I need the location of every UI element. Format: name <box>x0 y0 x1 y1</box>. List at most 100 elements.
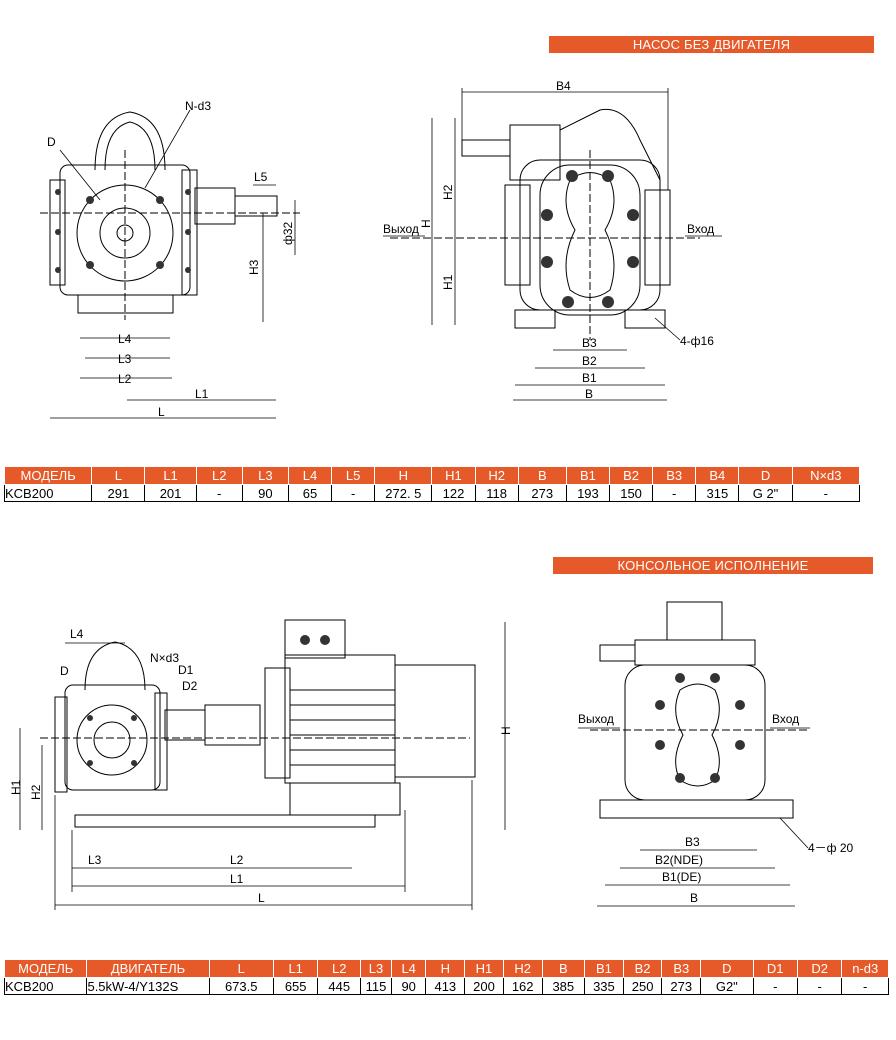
label-b1: B1 <box>582 371 597 385</box>
label-h2: H2 <box>29 784 43 800</box>
table-cell: 655 <box>272 977 319 995</box>
col-header: B4 <box>695 466 740 485</box>
col-header: L4 <box>287 466 333 485</box>
col-header: H <box>425 959 466 978</box>
col-header: B3 <box>661 959 702 978</box>
label-outlet: Выход <box>383 222 419 236</box>
table-cell: 335 <box>584 977 624 995</box>
label-h: H <box>499 726 513 735</box>
col-header: D <box>738 466 793 485</box>
table-cell: 162 <box>502 977 543 995</box>
section-title-console: КОНСОЛЬНОЕ ИСПОЛНЕНИЕ <box>553 557 873 574</box>
label-b2: B2 <box>582 354 597 368</box>
label-b: B <box>585 387 593 401</box>
label-d1: D1 <box>178 663 194 677</box>
table-cell: - <box>331 484 376 502</box>
table-cell: KCB200 <box>3 977 88 995</box>
label-phi32: ф32 <box>281 221 295 245</box>
table-cell: - <box>841 977 889 995</box>
label-d: D <box>60 664 69 678</box>
table-cell: 273 <box>517 484 567 502</box>
col-header: H2 <box>502 959 543 978</box>
table-cell: 200 <box>464 977 504 995</box>
col-header: B <box>541 959 586 978</box>
table-cell: 150 <box>608 484 654 502</box>
col-header: L5 <box>331 466 376 485</box>
label-b1-de: B1(DE) <box>662 870 701 884</box>
label-h3: H3 <box>247 259 261 275</box>
col-header: D <box>700 959 754 978</box>
label-h2: H2 <box>441 184 455 200</box>
col-header: ДВИГАТЕЛЬ <box>86 959 210 978</box>
col-header: L4 <box>390 959 427 978</box>
label-l1: L1 <box>230 872 244 886</box>
label-h: H <box>419 219 433 228</box>
section-title-no-motor: НАСОС БЕЗ ДВИГАТЕЛЯ <box>549 36 874 53</box>
label-b4: B4 <box>556 79 571 93</box>
col-header: L1 <box>272 959 319 978</box>
table-cell: 385 <box>541 977 586 995</box>
table-cell: 445 <box>317 977 362 995</box>
label-outlet: Выход <box>578 712 614 726</box>
col-header: B2 <box>622 959 663 978</box>
col-header: D1 <box>752 959 798 978</box>
label-l2: L2 <box>230 853 244 867</box>
label-inlet: Вход <box>772 712 799 726</box>
table-cell: - <box>752 977 798 995</box>
label-d: D <box>47 135 56 149</box>
table-cell: 115 <box>360 977 392 995</box>
col-header: МОДЕЛЬ <box>3 959 88 978</box>
table-cell: G2" <box>700 977 754 995</box>
table-cell: 201 <box>144 484 197 502</box>
table-cell: 118 <box>474 484 519 502</box>
table-cell: - <box>791 484 861 502</box>
table-row: KCB200 291 201 - 90 65 - 272. 5 122 118 … <box>3 484 861 502</box>
col-header: L2 <box>317 959 362 978</box>
table-cell: 673.5 <box>208 977 274 995</box>
col-header: N×d3 <box>791 466 861 485</box>
label-l: L <box>258 891 265 905</box>
label-l4: L4 <box>70 627 84 641</box>
label-h1: H1 <box>441 274 455 290</box>
col-header: L3 <box>360 959 392 978</box>
table-header-row: МОДЕЛЬ ДВИГАТЕЛЬ L L1 L2 L3 L4 H H1 H2 B… <box>3 959 889 978</box>
table-cell: 273 <box>661 977 702 995</box>
label-h1: H1 <box>9 779 23 795</box>
table-cell: 90 <box>241 484 289 502</box>
label-l2: L2 <box>118 372 132 386</box>
col-header: H2 <box>474 466 519 485</box>
table-cell: 5.5kW-4/Y132S <box>86 977 210 995</box>
label-d2: D2 <box>182 679 198 693</box>
pump-side-drawing: B4 H2 H H1 Выход Вход B3 B2 B1 B 4-ф16 <box>383 79 722 401</box>
label-b3: B3 <box>582 336 597 350</box>
col-header: L2 <box>195 466 243 485</box>
label-b3: B3 <box>685 835 700 849</box>
col-header: B3 <box>652 466 697 485</box>
label-l1: L1 <box>195 387 209 401</box>
col-header: L1 <box>144 466 197 485</box>
col-header: H <box>374 466 433 485</box>
table-row: KCB200 5.5kW-4/Y132S 673.5 655 445 115 9… <box>3 977 889 995</box>
table-cell: 122 <box>431 484 476 502</box>
label-n-d3: N×d3 <box>150 651 179 665</box>
label-l3: L3 <box>88 853 102 867</box>
label-b: B <box>690 891 698 905</box>
label-l: L <box>158 405 165 419</box>
col-header: B1 <box>565 466 611 485</box>
console-assembly-drawing: L4 N×d3 D D1 D2 H1 H2 H L3 L2 L1 L <box>9 619 513 910</box>
col-header: B2 <box>608 466 654 485</box>
col-header: n-d3 <box>841 959 889 978</box>
table-cell: 65 <box>287 484 333 502</box>
table-cell: 291 <box>91 484 146 502</box>
col-header: L3 <box>241 466 289 485</box>
col-header: МОДЕЛЬ <box>3 466 93 485</box>
label-l5: L5 <box>254 170 268 184</box>
label-l4: L4 <box>118 332 132 346</box>
table-cell: - <box>652 484 697 502</box>
table-cell: 315 <box>695 484 740 502</box>
label-holes: 4－ф 20 <box>808 841 854 855</box>
table-cell: - <box>195 484 243 502</box>
table-cell: 90 <box>390 977 427 995</box>
spec-table-no-motor: МОДЕЛЬ L L1 L2 L3 L4 L5 H H1 H2 B B1 B2 … <box>3 466 861 502</box>
label-b2-nde: B2(NDE) <box>655 853 703 867</box>
